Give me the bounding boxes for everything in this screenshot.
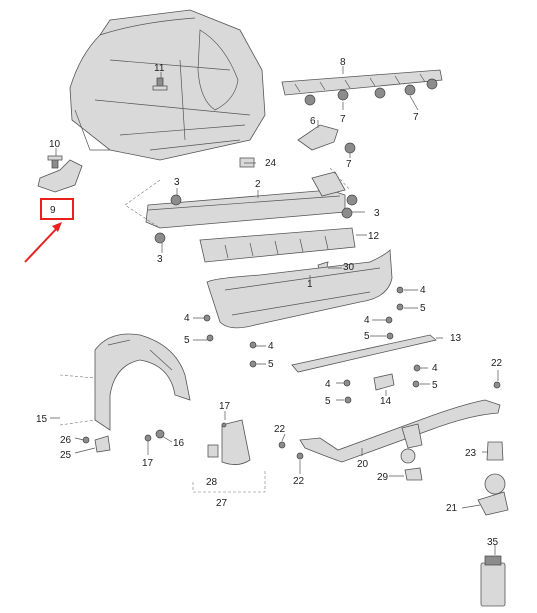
clips-7 [304,78,438,154]
callout-26: 26 [60,435,72,446]
callout-5b: 5 [184,335,190,346]
leader-lines [50,66,499,555]
callout-7a: 7 [340,114,346,125]
bracket-9 [37,159,83,193]
callout-5a: 5 [420,303,426,314]
callout-labels: 11 8 7 7 6 7 10 24 9 3 2 3 3 12 30 1 4 5… [36,57,503,548]
bolt-22c [493,381,501,389]
clip-29 [404,467,423,481]
callout-4c: 4 [364,315,370,326]
callout-4b: 4 [184,313,190,324]
callout-7b: 7 [413,112,419,123]
rail-8 [281,69,443,96]
callout-24: 24 [265,158,277,169]
bracket-25 [94,435,111,453]
wheel-liner-15 [59,333,191,431]
trim-strip-13 [291,334,437,373]
nuts-3 [154,194,358,244]
callout-15: 15 [36,414,48,425]
screw-17a [144,434,152,442]
callout-3c: 3 [374,208,380,219]
fasteners-4-5 [203,286,421,404]
callout-16: 16 [173,438,185,449]
ball-head-21 [477,473,509,516]
car-body [69,9,266,161]
bumper-cover-1 [206,249,393,329]
callout-22b: 22 [293,476,305,487]
callout-9: 9 [50,205,56,216]
towbar-20 [299,399,501,464]
callout-6: 6 [310,116,316,127]
callout-25: 25 [60,450,72,461]
callout-5d: 5 [268,359,274,370]
callout-35: 35 [487,537,499,548]
bolt-22a [296,452,304,460]
callout-22a: 22 [274,424,286,435]
highlight-marker [24,198,74,263]
callout-5c: 5 [364,331,370,342]
callout-8: 8 [340,57,346,68]
callout-30: 30 [343,262,355,273]
impact-bar-2 [124,167,351,229]
callout-21: 21 [446,503,458,514]
callout-3a: 3 [174,177,180,188]
callout-5f: 5 [432,380,438,391]
callout-17b: 17 [142,458,154,469]
bolt-10 [47,155,63,169]
callout-17a: 17 [219,401,231,412]
callout-23: 23 [465,448,477,459]
callout-11: 11 [154,63,165,74]
callout-29: 29 [377,472,389,483]
callout-2: 2 [255,179,261,190]
callout-4f: 4 [432,363,438,374]
callout-14: 14 [380,396,392,407]
callout-1: 1 [307,279,313,290]
callout-4d: 4 [268,341,274,352]
bracket-6 [297,124,339,151]
cover-14 [373,373,395,391]
mudflap-27 [192,419,266,493]
bolt-22b [278,441,286,449]
callout-7c: 7 [346,159,352,170]
callout-28: 28 [206,477,218,488]
bolt-11 [152,77,168,91]
callout-13: 13 [450,333,462,344]
callout-4a: 4 [420,285,426,296]
callout-3b: 3 [157,254,163,265]
cap-23 [486,441,504,461]
callout-27: 27 [216,498,228,509]
callout-22c: 22 [491,358,503,369]
callout-20: 20 [357,459,369,470]
absorber-12 [199,227,356,263]
callout-12: 12 [368,231,380,242]
callout-10: 10 [49,139,61,150]
callout-5e: 5 [325,396,331,407]
clip-24 [239,157,255,168]
spray-can-35 [480,555,506,607]
callout-4e: 4 [325,379,331,390]
